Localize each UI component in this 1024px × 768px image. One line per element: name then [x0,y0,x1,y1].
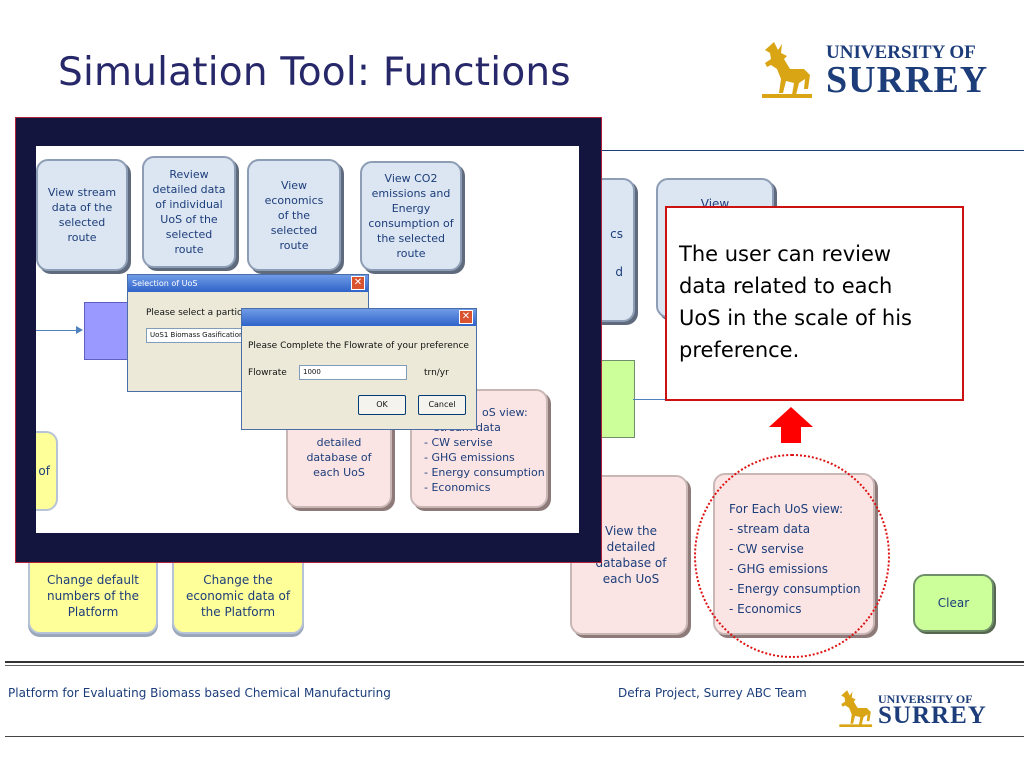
clear-button[interactable]: Clear [913,574,994,632]
ok-button[interactable]: OK [358,395,406,415]
page-title: Simulation Tool: Functions [58,50,571,95]
inner-uos-item: - GHG emissions [424,451,515,464]
dialog-title-bar [242,309,476,326]
logo-university-text: UNIVERSITY OF [878,692,973,706]
inner-uos-item: - CW servise [424,436,493,449]
university-logo: UNIVERSITY OF SURREY [760,36,990,106]
view-stream-data-button[interactable]: View stream data of the selected route [36,159,128,271]
footer-right-text: Defra Project, Surrey ABC Team [618,686,807,700]
inner-uos-title: oS view: [482,406,528,419]
footer-divider-bottom [5,736,1024,737]
close-icon[interactable]: ✕ [459,310,473,324]
view-co2-label: View CO2 emissions and Energy consumptio… [368,172,454,260]
view-database-label: View the detailed database of each UoS [595,524,667,586]
inner-uos-view-button[interactable]: oS view: stream data - CW servise - GHG … [410,389,548,508]
change-default-label: Change default numbers of the Platform [47,573,139,619]
stag-icon [762,42,812,98]
header-divider [602,150,1024,151]
partial-of-label: of [38,464,50,478]
uos-dropdown[interactable]: UoS1 Biomass Gasification [146,328,256,343]
callout-line: data related to each [679,274,893,298]
footer-university-logo: UNIVERSITY OF SURREY [838,684,998,736]
view-stream-data-label: View stream data of the selected route [47,186,117,244]
flowrate-dialog[interactable]: ✕ Please Complete the Flowrate of your p… [241,308,477,430]
callout-line: UoS in the scale of his [679,306,912,330]
partial-text: cs [610,227,623,241]
screenshot-content: View stream data of the selected route R… [36,146,579,533]
callout-line: The user can review [679,242,892,266]
arrow-head-icon [76,326,83,334]
flowrate-prompt: Please Complete the Flowrate of your pre… [248,341,469,351]
screenshot-frame: View stream data of the selected route R… [15,117,602,563]
review-uos-data-button[interactable]: Review detailed data of individual UoS o… [142,156,236,268]
dialog-prompt: Please select a partic [146,308,242,318]
logo-university-text: UNIVERSITY OF [826,42,976,63]
flowrate-label: Flowrate [248,368,287,378]
logo-surrey-text: SURREY [878,702,987,729]
arrow-line [36,330,80,331]
close-icon[interactable]: ✕ [351,276,365,290]
change-economic-label: Change the economic data of the Platform [185,573,291,619]
dialog-title-bar: Selection of UoS [128,275,368,292]
cancel-button[interactable]: Cancel [418,395,466,415]
arrow-up-icon [769,407,813,443]
purple-block [84,302,134,360]
explanation-callout: The user can review data related to each… [665,206,964,401]
callout-line: preference. [679,338,800,362]
inner-uos-item: - Energy consumption [424,466,545,479]
view-economics-label: View economics of the selected route [264,178,324,252]
view-economics-button[interactable]: View economics of the selected route [247,159,341,271]
inner-database-label: detailed database of each UoS [306,436,372,479]
logo-surrey-text: SURREY [826,59,989,101]
stag-icon [839,690,873,727]
footer-divider-top [5,661,1024,663]
review-uos-data-label: Review detailed data of individual UoS o… [152,168,226,256]
connector-line [633,399,669,400]
unit-label: trn/yr [424,368,449,378]
partial-text: d [615,265,623,279]
flowrate-input[interactable]: 1000 [299,365,407,380]
view-co2-button[interactable]: View CO2 emissions and Energy consumptio… [360,161,462,271]
highlight-ellipse [694,454,890,658]
partial-yellow-box[interactable]: of [36,431,58,511]
footer-left-text: Platform for Evaluating Biomass based Ch… [8,686,391,700]
inner-uos-item: - Economics [424,481,491,494]
footer-divider-thin [5,665,1024,666]
clear-label: Clear [937,596,970,610]
